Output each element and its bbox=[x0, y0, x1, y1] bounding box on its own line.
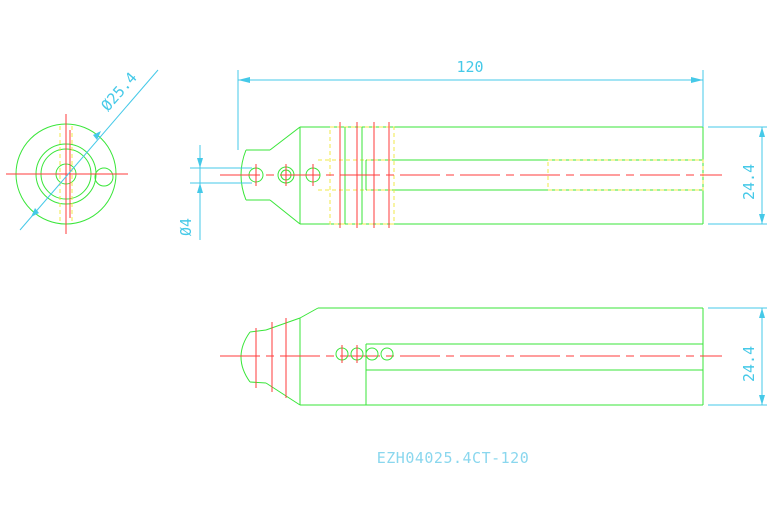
width-dimension-top: 24.4 bbox=[708, 126, 767, 225]
width-label-bottom: 24.4 bbox=[740, 346, 758, 382]
width-dimension-bottom: 24.4 bbox=[708, 307, 767, 406]
hole-dimension: Ø4 bbox=[177, 145, 252, 240]
side-view bbox=[220, 307, 722, 406]
diameter-dim-line bbox=[19, 69, 159, 231]
diameter-label: Ø25.4 bbox=[97, 69, 140, 115]
part-number: EZH04025.4CT-120 bbox=[377, 449, 530, 467]
length-dimension: 120 bbox=[237, 58, 704, 150]
arrowhead bbox=[31, 208, 39, 217]
top-view bbox=[220, 122, 722, 228]
width-label-top: 24.4 bbox=[740, 164, 758, 200]
arrowhead bbox=[93, 131, 101, 140]
side-hole-circle bbox=[94, 167, 114, 187]
length-label: 120 bbox=[456, 58, 483, 76]
hole-label: Ø4 bbox=[177, 218, 195, 236]
end-view: Ø25.4 bbox=[6, 69, 159, 234]
